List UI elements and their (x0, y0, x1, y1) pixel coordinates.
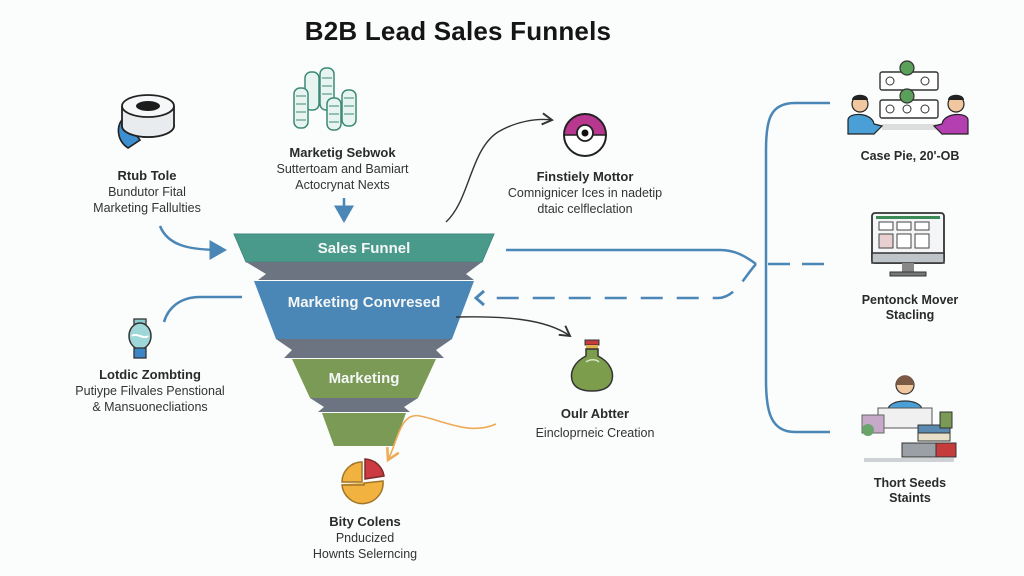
funnel (233, 233, 495, 446)
block-head: Oulr Abtter (560, 406, 630, 421)
arrowhead-into-funnel (473, 289, 485, 307)
pie-chart-icon (341, 458, 385, 505)
block-mid-left: Lotdic Zombting Putiype Filvales Penstio… (60, 366, 240, 415)
potion-bottle-icon (570, 339, 614, 392)
block-desc-line: Suttertoam and Bamiart (276, 162, 409, 176)
funnel-label-marketing: Marketing (328, 370, 400, 387)
right-item-label-books: Thort Seeds Staints (840, 476, 980, 506)
funnel-divider-2 (276, 339, 452, 358)
block-desc-line: Comnignicer Ices in nadetip (507, 186, 663, 200)
block-desc-line: Eincloprneic Creation (535, 426, 655, 440)
bracket (764, 101, 830, 434)
block-desc-line: & Mansuonecliations (92, 400, 208, 414)
funnel-divider-3 (310, 398, 418, 412)
block-head: Bity Colens (329, 514, 401, 529)
block-top-center: Marketig Sebwok Suttertoam and Bamiart A… (240, 144, 445, 193)
block-head: Lotdic Zombting (99, 367, 201, 382)
eye-target-icon (563, 113, 607, 157)
meeting-people-icon (847, 60, 969, 135)
block-desc-line: Actocrynat Nexts (295, 178, 390, 192)
block-head: Rtub Tole (117, 168, 177, 183)
block-head: Marketig Sebwok (289, 145, 396, 160)
block-head: Finstiely Mottor (536, 169, 634, 184)
block-desc-line: dtaic celfleclation (537, 202, 633, 216)
funnel-label-marketing-converted: Marketing Convresed (287, 294, 441, 311)
funnel-band-marketing[interactable] (292, 359, 436, 398)
arrow-funnel-to-mid-right (455, 316, 572, 338)
arrow-top-left-to-funnel (158, 225, 227, 260)
block-top-left: Rtub Tole Bundutor Fital Marketing Fallu… (62, 167, 232, 216)
computer-monitor-icon (871, 212, 945, 277)
label-line: Stacling (885, 308, 935, 322)
connector-dashed-from-bracket (490, 263, 757, 300)
arrow-funnel-to-top-right (445, 112, 554, 223)
person-books-icon (861, 375, 957, 462)
block-desc-line: Bundutor Fital (108, 185, 186, 199)
block-top-right: Finstiely Mottor Comnignicer Ices in nad… (490, 168, 680, 217)
funnel-label-sales: Sales Funnel (317, 240, 411, 257)
lantern-icon (128, 318, 152, 359)
label-line: Pentonck Mover (861, 293, 959, 307)
arrow-orange-to-pie (386, 414, 497, 463)
coin-stacks-icon (293, 67, 357, 131)
block-bottom: Bity Colens Pnducized Hownts Selerncing (290, 513, 440, 562)
funnel-band-marketing-converted[interactable] (254, 281, 474, 339)
block-mid-right: Oulr Abtter Eincloprneic Creation (515, 405, 675, 441)
connector-solid-to-bracket (506, 248, 757, 266)
arrow-funnel-to-mid-left (162, 295, 242, 323)
right-item-label-meeting: Case Pie, 20'-OB (860, 149, 960, 163)
block-desc-line: Hownts Selerncing (312, 547, 418, 561)
label-line: Staints (889, 491, 931, 505)
block-desc-line: Pnducized (335, 531, 395, 545)
tape-roll-icon (117, 94, 175, 149)
label-line: Thort Seeds (873, 476, 947, 490)
block-desc-line: Marketing Fallulties (93, 201, 201, 215)
funnel-band-bottom[interactable] (322, 413, 406, 446)
page-title: B2B Lead Sales Funnels (304, 16, 612, 46)
block-desc-line: Putiype Filvales Penstional (75, 384, 225, 398)
right-item-label-monitor: Pentonck Mover Stacling (835, 293, 985, 323)
funnel-divider-1 (246, 262, 482, 280)
